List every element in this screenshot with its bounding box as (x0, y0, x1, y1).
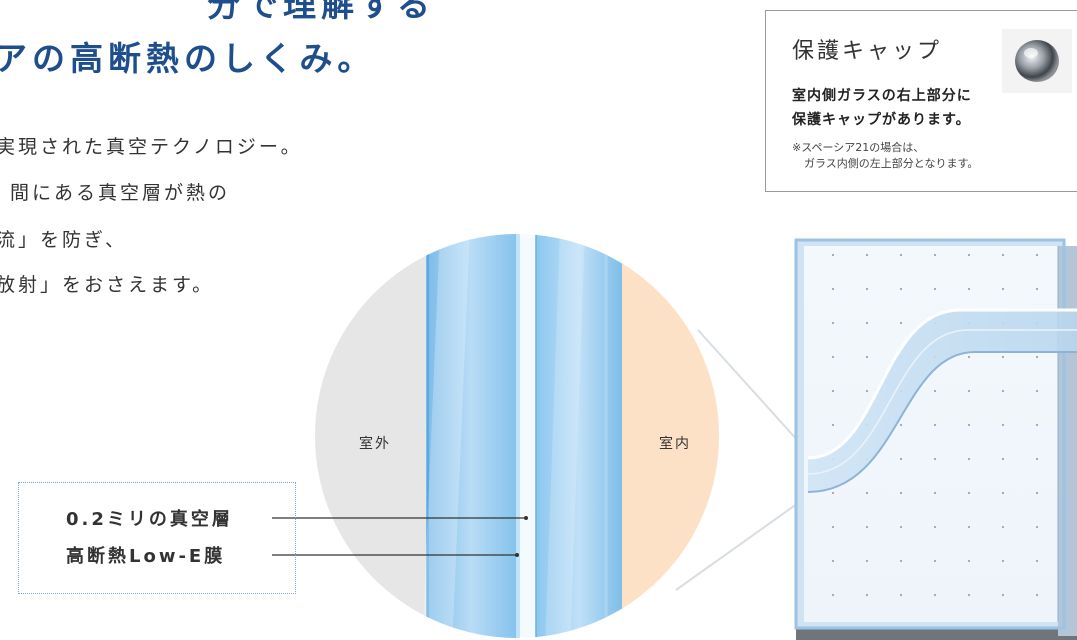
vacuum-layer (516, 234, 520, 638)
protective-cap-box: 保護キャップ 室内側ガラスの右上部分に 保護キャップがあります。 ※スペーシア2… (765, 10, 1077, 192)
indoor-label: 室内 (659, 436, 691, 452)
glass-cross-section (315, 234, 719, 638)
body-line1: 実現された真空テクノロジー。 (0, 136, 303, 158)
inner-glass-pane (536, 234, 622, 638)
cap-note2: ガラス内側の左上部分となります。 (804, 157, 979, 170)
outdoor-label: 室外 (359, 436, 391, 452)
heading-line1: 分で理解する (207, 0, 435, 24)
protective-cap-icon (1002, 29, 1072, 93)
body-line4: 放射」をおさえます。 (0, 274, 215, 296)
body-line2: 間にある真空層が熱の (10, 182, 231, 204)
cap-title: 保護キャップ (792, 39, 943, 64)
heading-line2: アの高断熱のしくみ。 (0, 39, 376, 78)
label-low-e-film: 高断熱Low-E膜 (66, 546, 226, 567)
glass-panel-illustration (794, 238, 1077, 640)
label-vacuum-layer: 0.2ミリの真空層 (66, 509, 233, 530)
outer-glass-pane (426, 234, 516, 638)
cap-desc2: 保護キャップがあります。 (792, 112, 971, 128)
cap-note1: ※スペーシア21の場合は、 (792, 141, 925, 154)
callout-label-box (18, 482, 296, 594)
body-line3: 流」を防ぎ、 (0, 229, 128, 251)
cap-desc1: 室内側ガラスの右上部分に (792, 88, 972, 104)
